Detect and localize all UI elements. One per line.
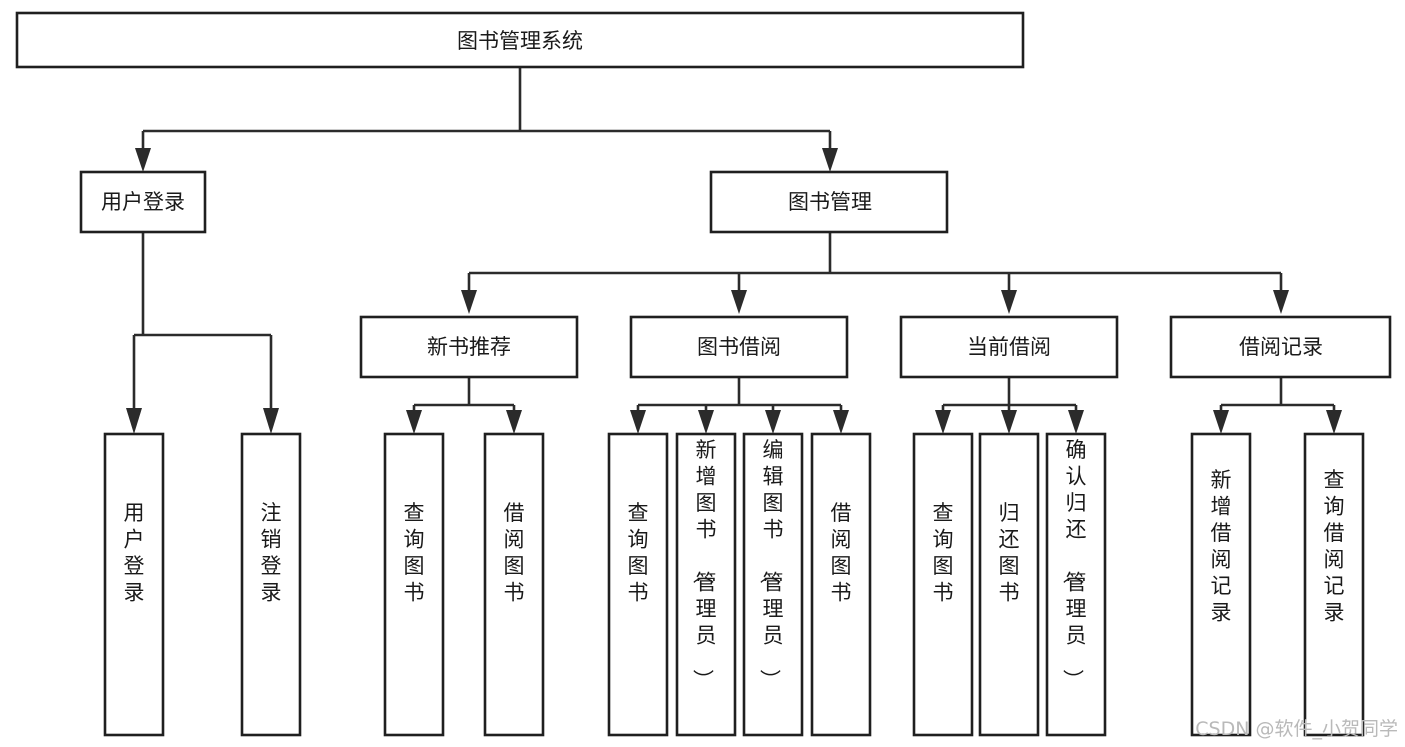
node-leaf-add-record-box[interactable] bbox=[1190, 432, 1252, 737]
node-book-borrow-box[interactable] bbox=[629, 315, 849, 379]
node-leaf-borrow-book-1[interactable]: 借阅图书 bbox=[483, 432, 545, 737]
arrowhead-user-login bbox=[135, 148, 151, 172]
node-root-box[interactable] bbox=[15, 11, 1025, 69]
node-leaf-return-book-label: 归还图书 bbox=[999, 501, 1020, 605]
arrowhead-new-book-recommend bbox=[461, 290, 477, 314]
arrowhead-leaf-borrow-book-2 bbox=[833, 410, 849, 434]
node-leaf-query-record[interactable]: 查询借阅记录 bbox=[1303, 432, 1365, 737]
node-user-login[interactable]: 用户登录 bbox=[79, 170, 207, 234]
node-leaf-query-book-2[interactable]: 查询图书 bbox=[607, 432, 669, 737]
node-book-management[interactable]: 图书管理 bbox=[709, 170, 949, 234]
arrowhead-leaf-add-record bbox=[1213, 410, 1229, 434]
node-leaf-borrow-book-1-label: 借阅图书 bbox=[504, 501, 525, 605]
arrowhead-leaf-edit-book bbox=[765, 410, 781, 434]
arrowhead-book-management bbox=[822, 148, 838, 172]
arrowhead-leaf-confirm-return bbox=[1068, 410, 1084, 434]
arrowhead-borrow-record bbox=[1273, 290, 1289, 314]
node-borrow-record-box[interactable] bbox=[1169, 315, 1392, 379]
node-leaf-borrow-book-2-label: 借阅图书 bbox=[831, 501, 852, 605]
node-leaf-add-book[interactable]: 新增图书（管理员） bbox=[675, 432, 737, 737]
node-leaf-borrow-book-2[interactable]: 借阅图书 bbox=[810, 432, 872, 737]
node-book-borrow[interactable]: 图书借阅 bbox=[629, 315, 849, 379]
node-leaf-user-login-label: 用户登录 bbox=[124, 501, 145, 605]
node-leaf-return-book[interactable]: 归还图书 bbox=[978, 432, 1040, 737]
arrowhead-leaf-return-book bbox=[1001, 410, 1017, 434]
node-root[interactable]: 图书管理系统 bbox=[15, 11, 1025, 69]
node-leaf-add-record-label: 新增借阅记录 bbox=[1211, 468, 1232, 625]
node-leaf-query-book-3-box[interactable] bbox=[912, 432, 974, 737]
node-root-label: 图书管理系统 bbox=[457, 29, 583, 53]
node-leaf-query-book-1-box[interactable] bbox=[383, 432, 445, 737]
node-leaf-query-book-1[interactable]: 查询图书 bbox=[383, 432, 445, 737]
node-leaf-user-login[interactable]: 用户登录 bbox=[103, 432, 165, 737]
node-current-borrow-label: 当前借阅 bbox=[967, 335, 1051, 359]
node-leaf-query-book-2-box[interactable] bbox=[607, 432, 669, 737]
arrowhead-leaf-query-book-2 bbox=[630, 410, 646, 434]
node-new-book-recommend-box[interactable] bbox=[359, 315, 579, 379]
node-leaf-query-book-3[interactable]: 查询图书 bbox=[912, 432, 974, 737]
node-leaf-user-logout[interactable]: 注销登录 bbox=[240, 432, 302, 737]
node-leaf-user-login-box[interactable] bbox=[103, 432, 165, 737]
node-book-borrow-label: 图书借阅 bbox=[697, 335, 781, 359]
node-leaf-add-book-label: 新增图书（管理员） bbox=[691, 438, 717, 690]
node-leaf-borrow-book-2-box[interactable] bbox=[810, 432, 872, 737]
arrowhead-leaf-user-logout bbox=[263, 408, 279, 434]
node-user-login-box[interactable] bbox=[79, 170, 207, 234]
node-leaf-return-book-box[interactable] bbox=[978, 432, 1040, 737]
arrowhead-book-borrow bbox=[731, 290, 747, 314]
node-borrow-record[interactable]: 借阅记录 bbox=[1169, 315, 1392, 379]
node-new-book-recommend-label: 新书推荐 bbox=[427, 335, 511, 359]
edges-group bbox=[126, 67, 1342, 434]
arrowhead-leaf-borrow-book-1 bbox=[506, 410, 522, 434]
node-leaf-edit-book[interactable]: 编辑图书（管理员） bbox=[742, 432, 804, 737]
node-leaf-user-logout-label: 注销登录 bbox=[261, 501, 282, 605]
csdn-watermark: CSDN @软件_小贺同学 bbox=[1195, 718, 1398, 740]
node-leaf-borrow-book-1-box[interactable] bbox=[483, 432, 545, 737]
node-leaf-add-book-box[interactable] bbox=[675, 432, 737, 737]
arrowhead-leaf-query-book-3 bbox=[935, 410, 951, 434]
node-leaf-edit-book-box[interactable] bbox=[742, 432, 804, 737]
node-leaf-confirm-return-box[interactable] bbox=[1045, 432, 1107, 737]
arrowhead-current-borrow bbox=[1001, 290, 1017, 314]
node-leaf-confirm-return-label: 确认归还（管理员） bbox=[1061, 438, 1087, 690]
node-leaf-user-logout-box[interactable] bbox=[240, 432, 302, 737]
node-leaf-query-book-2-label: 查询图书 bbox=[628, 501, 649, 605]
node-leaf-query-record-box[interactable] bbox=[1303, 432, 1365, 737]
node-current-borrow[interactable]: 当前借阅 bbox=[899, 315, 1119, 379]
node-leaf-query-book-3-label: 查询图书 bbox=[933, 501, 954, 605]
arrowhead-leaf-query-book-1 bbox=[406, 410, 422, 434]
node-book-management-label: 图书管理 bbox=[788, 190, 872, 214]
node-user-login-label: 用户登录 bbox=[101, 190, 185, 214]
node-new-book-recommend[interactable]: 新书推荐 bbox=[359, 315, 579, 379]
node-borrow-record-label: 借阅记录 bbox=[1239, 335, 1323, 359]
node-leaf-query-book-1-label: 查询图书 bbox=[404, 501, 425, 605]
node-leaf-query-record-label: 查询借阅记录 bbox=[1324, 468, 1345, 625]
node-leaf-add-record[interactable]: 新增借阅记录 bbox=[1190, 432, 1252, 737]
node-leaf-confirm-return[interactable]: 确认归还（管理员） bbox=[1045, 432, 1107, 737]
node-book-management-box[interactable] bbox=[709, 170, 949, 234]
arrowhead-leaf-add-book bbox=[698, 410, 714, 434]
node-current-borrow-box[interactable] bbox=[899, 315, 1119, 379]
arrowhead-leaf-user-login bbox=[126, 408, 142, 434]
node-leaf-edit-book-label: 编辑图书（管理员） bbox=[758, 438, 784, 690]
arrowhead-leaf-query-record bbox=[1326, 410, 1342, 434]
